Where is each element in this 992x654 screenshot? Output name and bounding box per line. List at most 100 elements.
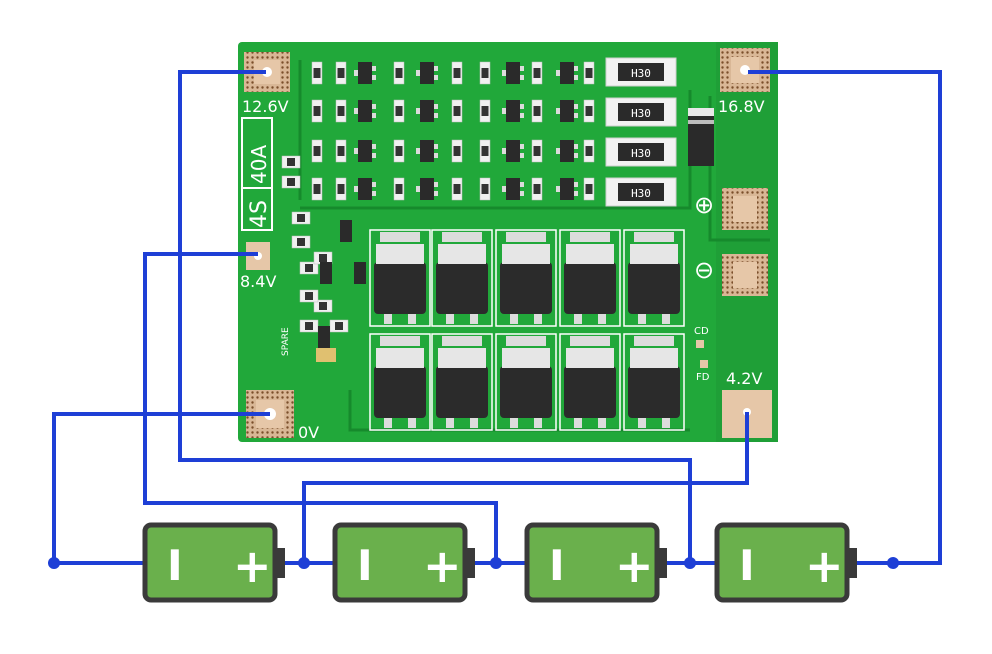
smd-component	[583, 177, 595, 201]
battery-positive-mark: +	[233, 539, 272, 593]
pad-12-6v: 12.6V	[242, 52, 290, 116]
smd-component	[299, 261, 319, 275]
smd-component	[556, 178, 578, 200]
fd-label: FD	[696, 372, 710, 383]
smd-component	[451, 99, 463, 123]
shunt-resistor: H30	[605, 177, 677, 207]
smd-component	[354, 262, 366, 284]
pad-8-4v-label: 8.4V	[240, 272, 276, 291]
battery-cell: I+	[714, 522, 857, 603]
battery-terminal	[659, 548, 667, 578]
smd-component	[313, 299, 333, 313]
junction-dot	[684, 557, 696, 569]
cd-label: CD	[694, 326, 709, 337]
battery-positive-mark: +	[423, 539, 462, 593]
battery-pack: I+I+I+I+	[142, 522, 857, 603]
wire-junctions	[48, 557, 899, 569]
smd-component	[291, 211, 311, 225]
shunt-resistor-code: H30	[631, 107, 651, 120]
battery-terminal	[467, 548, 475, 578]
mosfet	[369, 333, 431, 431]
smd-component	[318, 326, 330, 348]
smd-component	[335, 139, 347, 163]
shunt-resistor: H30	[605, 57, 677, 87]
smd-component	[583, 139, 595, 163]
diode	[688, 108, 714, 166]
pad-4-2v-label: 4.2V	[726, 369, 762, 388]
smd-component	[281, 155, 301, 169]
smd-component	[451, 177, 463, 201]
wire-4-2v	[302, 412, 749, 563]
junction-dot	[298, 557, 310, 569]
smd-component	[311, 139, 323, 163]
smd-component	[556, 62, 578, 84]
smd-capacitor	[316, 348, 336, 362]
smd-component	[502, 100, 524, 122]
battery-negative-mark: I	[167, 541, 183, 590]
smd-component	[335, 177, 347, 201]
smd-component	[393, 61, 405, 85]
smd-component	[502, 178, 524, 200]
mosfet	[623, 229, 685, 327]
shunt-resistor: H30	[605, 97, 677, 127]
shunt-resistor-code: H30	[631, 147, 651, 160]
smd-component	[281, 175, 301, 189]
smd-component	[393, 177, 405, 201]
battery-terminal	[277, 548, 285, 578]
smd-component	[531, 99, 543, 123]
battery-negative-mark: I	[739, 541, 755, 590]
pad-16-8v-label: 16.8V	[718, 97, 765, 116]
smd-component	[479, 99, 491, 123]
smd-component	[416, 62, 438, 84]
battery-negative-mark: I	[549, 541, 565, 590]
fd-led	[700, 360, 708, 368]
smd-component	[311, 177, 323, 201]
smd-component	[451, 61, 463, 85]
battery-body	[524, 522, 660, 603]
smd-component	[451, 139, 463, 163]
smd-component	[479, 139, 491, 163]
spare-label: SPARE	[281, 327, 291, 356]
mosfet	[431, 229, 493, 327]
smd-component	[502, 62, 524, 84]
smd-component	[479, 61, 491, 85]
battery-body	[142, 522, 278, 603]
smd-component	[354, 62, 376, 84]
cd-led	[696, 340, 704, 348]
battery-terminal	[849, 548, 857, 578]
mosfet	[369, 229, 431, 327]
mosfet-array	[369, 229, 685, 431]
smd-component	[556, 100, 578, 122]
smd-component	[313, 251, 333, 265]
board-rating-label: 4S 40A	[241, 117, 273, 231]
mosfet	[431, 333, 493, 431]
battery-cell: I+	[142, 522, 285, 603]
battery-cell: I+	[524, 522, 667, 603]
smd-component	[531, 139, 543, 163]
mosfet	[495, 229, 557, 327]
smd-component	[311, 61, 323, 85]
output-minus-symbol: ⊖	[694, 256, 714, 284]
pad-12-6v-label: 12.6V	[242, 97, 289, 116]
smd-component	[393, 139, 405, 163]
mosfet	[559, 333, 621, 431]
smd-component	[299, 289, 319, 303]
smd-component	[531, 177, 543, 201]
smd-component	[354, 178, 376, 200]
balancer-components	[281, 61, 595, 362]
pcb-board: 4S 40A SPARE H30 H30 H30	[238, 42, 778, 442]
smd-component	[416, 100, 438, 122]
output-plus-symbol: ⊕	[694, 191, 714, 219]
wire-12-6v	[178, 70, 692, 563]
junction-dot	[490, 557, 502, 569]
smd-component	[354, 140, 376, 162]
smd-component	[354, 100, 376, 122]
battery-cell: I+	[332, 522, 475, 603]
battery-negative-mark: I	[357, 541, 373, 590]
smd-component	[531, 61, 543, 85]
shunt-resistor-code: H30	[631, 187, 651, 200]
wire-8-4v	[143, 252, 498, 563]
smd-component	[416, 178, 438, 200]
pad-0v-label: 0V	[298, 423, 319, 442]
